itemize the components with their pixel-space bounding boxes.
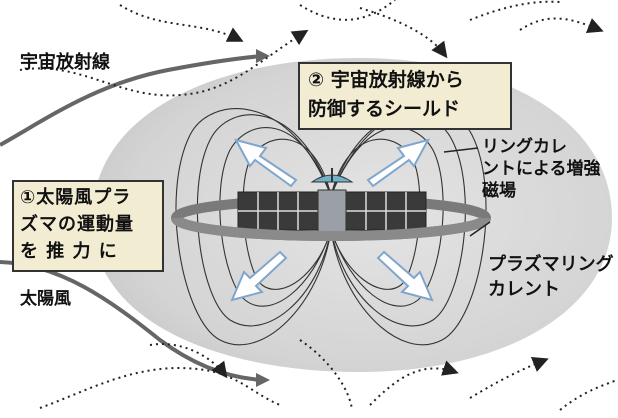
arrow-upper-left <box>234 138 298 188</box>
arrow-upper-right <box>366 138 430 188</box>
callout-line: ①太陽風プラ <box>20 187 132 208</box>
force-arrows <box>230 138 434 302</box>
callout-line: ズマの運動量 <box>20 214 134 235</box>
callout-line: を 推 力 に <box>20 241 118 262</box>
arrow-lower-right <box>376 250 434 302</box>
label-ring-current-field: リングカレ ントによる増強 磁場 <box>482 136 601 202</box>
label-solar-wind: 太陽風 <box>20 289 71 309</box>
label-line: カレント <box>488 279 560 300</box>
solar-wind-upper-arrow <box>0 54 263 147</box>
label-line: 磁場 <box>482 181 516 201</box>
solar-panel-left <box>237 191 319 231</box>
spacecraft <box>310 168 354 235</box>
callout-thrust: ①太陽風プラ ズマの運動量 を 推 力 に <box>12 180 164 272</box>
plasma-ring-front <box>171 215 491 241</box>
callout-line: 防御するシールド <box>308 98 461 120</box>
label-line: ントによる増強 <box>482 159 601 179</box>
label-line: プラズマリング <box>488 254 614 275</box>
solar-panel-right <box>345 191 427 231</box>
cosmic-ray-paths <box>19 0 618 411</box>
label-line: リングカレ <box>482 137 567 157</box>
arrow-lower-left <box>230 250 288 302</box>
callout-shield: ② 宇宙放射線から 防御するシールド <box>298 62 512 130</box>
label-cosmic-radiation: 宇宙放射線 <box>20 52 110 73</box>
callout-line: ② 宇宙放射線から <box>308 69 464 91</box>
label-plasma-ring-current: プラズマリング カレント <box>488 252 614 302</box>
leader-lines <box>443 147 491 237</box>
